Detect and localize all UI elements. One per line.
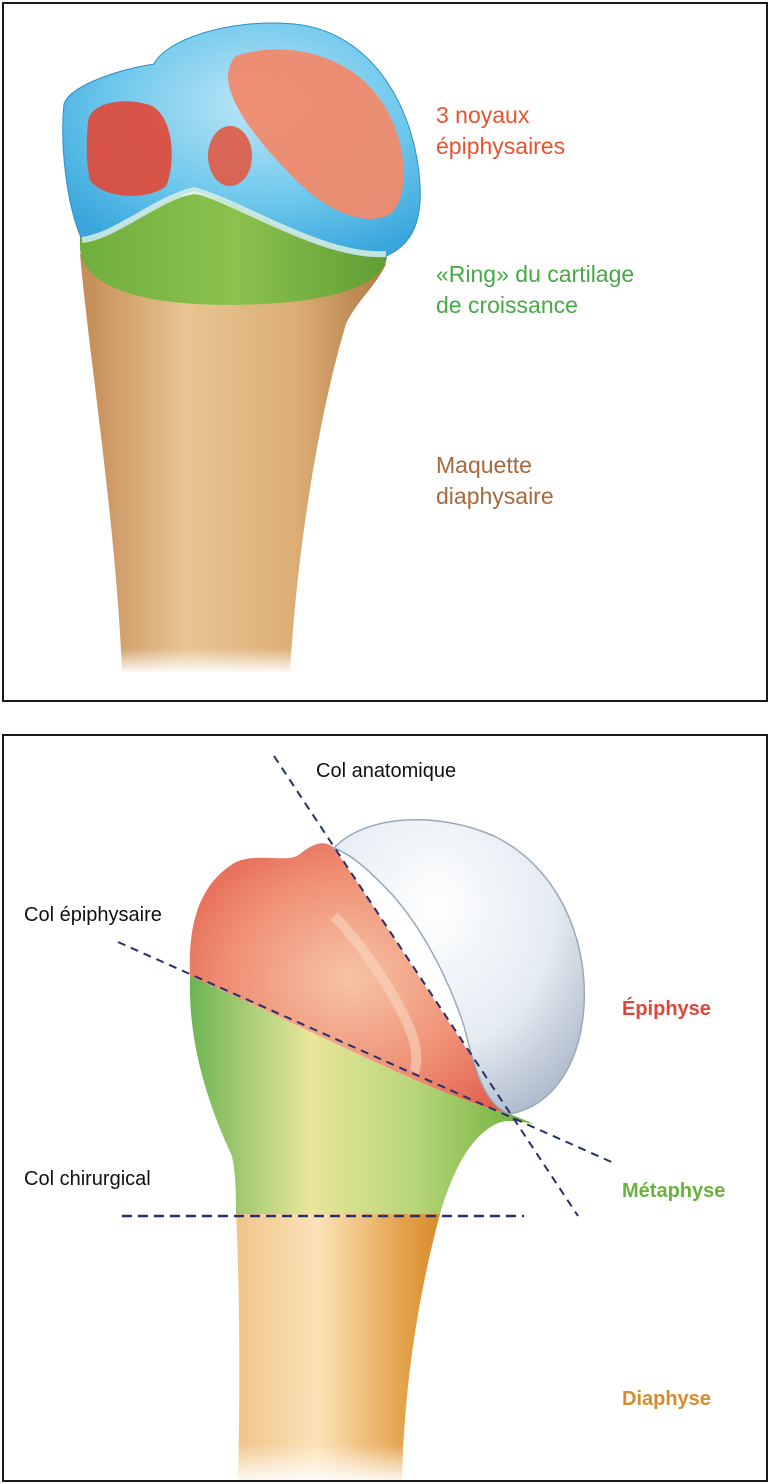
growth-cartilage-ring bbox=[80, 194, 389, 305]
nucleus-greater-tuberosity bbox=[86, 101, 172, 196]
col-chirurgical-label: Col chirurgical bbox=[24, 1168, 151, 1190]
col-anatomique-label: Col anatomique bbox=[316, 760, 457, 782]
epiphysis-region bbox=[189, 843, 511, 1114]
epiphyseal-nuclei-label-line1: 3 noyaux bbox=[436, 102, 530, 128]
epiphyseal-nuclei-label: 3 noyaux épiphysaires bbox=[436, 100, 565, 162]
metaphyse-label: Métaphyse bbox=[622, 1180, 726, 1202]
growth-ring-label: «Ring» du cartilage de croissance bbox=[436, 259, 634, 321]
epiphyse-label: Épiphyse bbox=[622, 998, 711, 1020]
col-epiphysaire-label: Col épiphysaire bbox=[24, 904, 162, 926]
diaphyseal-model-label: Maquette diaphysaire bbox=[436, 450, 554, 512]
diaphyseal-model-label-line1: Maquette bbox=[436, 452, 532, 478]
nucleus-humeral-head bbox=[227, 49, 404, 219]
epiphyseal-nuclei-label-line2: épiphysaires bbox=[436, 133, 566, 159]
nucleus-lesser-tuberosity bbox=[208, 126, 252, 186]
epiphyseal-neck-line bbox=[117, 941, 617, 1165]
bottom-panel: Col anatomique Col épiphysaire Col chiru… bbox=[2, 734, 768, 1482]
humeral-head bbox=[332, 818, 586, 1115]
growth-ring-label-line2: de croissance bbox=[436, 292, 578, 318]
diaphyse-label: Diaphyse bbox=[622, 1388, 711, 1410]
growth-ring-label-line1: «Ring» du cartilage bbox=[436, 261, 635, 287]
metaphysis-region bbox=[189, 976, 535, 1214]
adult-humerus-illustration bbox=[117, 755, 617, 1480]
diaphyseal-model-label-line2: diaphysaire bbox=[436, 483, 554, 509]
growing-bone-illustration bbox=[62, 22, 421, 674]
anatomical-neck-line bbox=[273, 755, 579, 1217]
top-panel: 3 noyaux épiphysaires «Ring» du cartilag… bbox=[2, 2, 768, 702]
